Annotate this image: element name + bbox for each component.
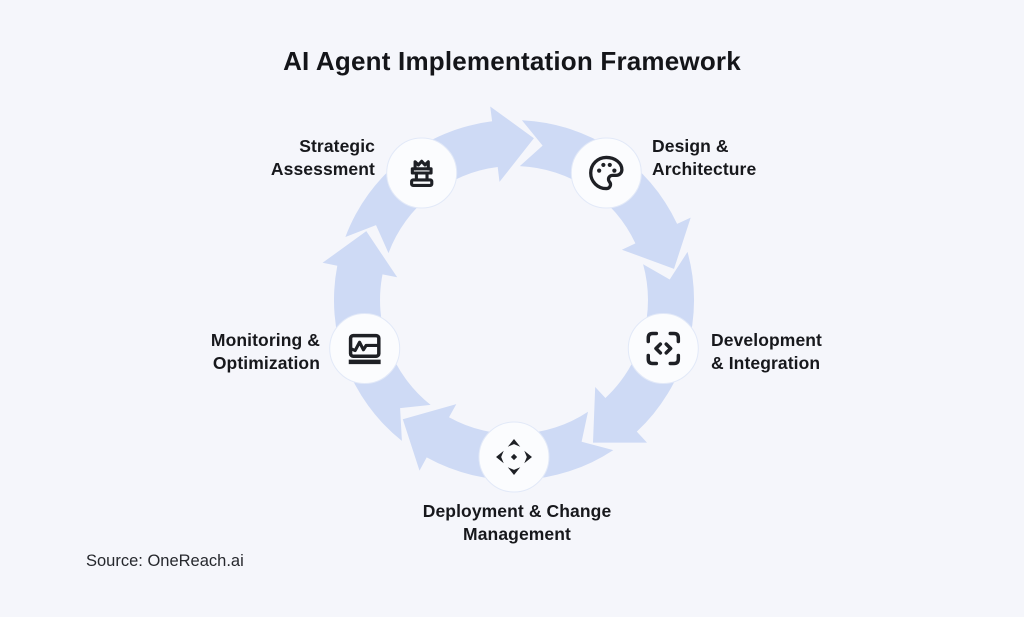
step-label-line: Management: [463, 524, 571, 544]
node-circle: [627, 313, 699, 384]
step-label-line: & Integration: [711, 353, 821, 373]
step-label-line: Development: [711, 330, 822, 350]
source-attribution: Source: OneReach.ai: [86, 552, 244, 570]
node-circle: [570, 137, 642, 209]
step-label-line: Deployment & Change: [422, 501, 612, 521]
step-label-line: Design &: [652, 136, 729, 156]
step-label-development-integration: Development & Integration: [711, 329, 822, 375]
node-development-integration: [627, 313, 699, 384]
step-label-line: Monitoring &: [210, 330, 320, 350]
node-monitoring-optimization: [329, 313, 401, 384]
step-label-line: Architecture: [652, 159, 757, 179]
step-nodes: [329, 137, 699, 493]
step-label-line: Assessment: [270, 159, 375, 179]
page-title: AI Agent Implementation Framework: [283, 46, 741, 76]
step-label-monitoring-optimization: Monitoring & Optimization: [211, 329, 320, 375]
node-strategic-assessment: [386, 137, 458, 209]
step-label-design-architecture: Design & Architecture: [652, 135, 756, 181]
step-label-line: Strategic: [299, 136, 375, 156]
step-label-line: Optimization: [212, 353, 320, 373]
node-design-architecture: [570, 137, 642, 209]
node-deployment-change-management: [478, 421, 550, 493]
